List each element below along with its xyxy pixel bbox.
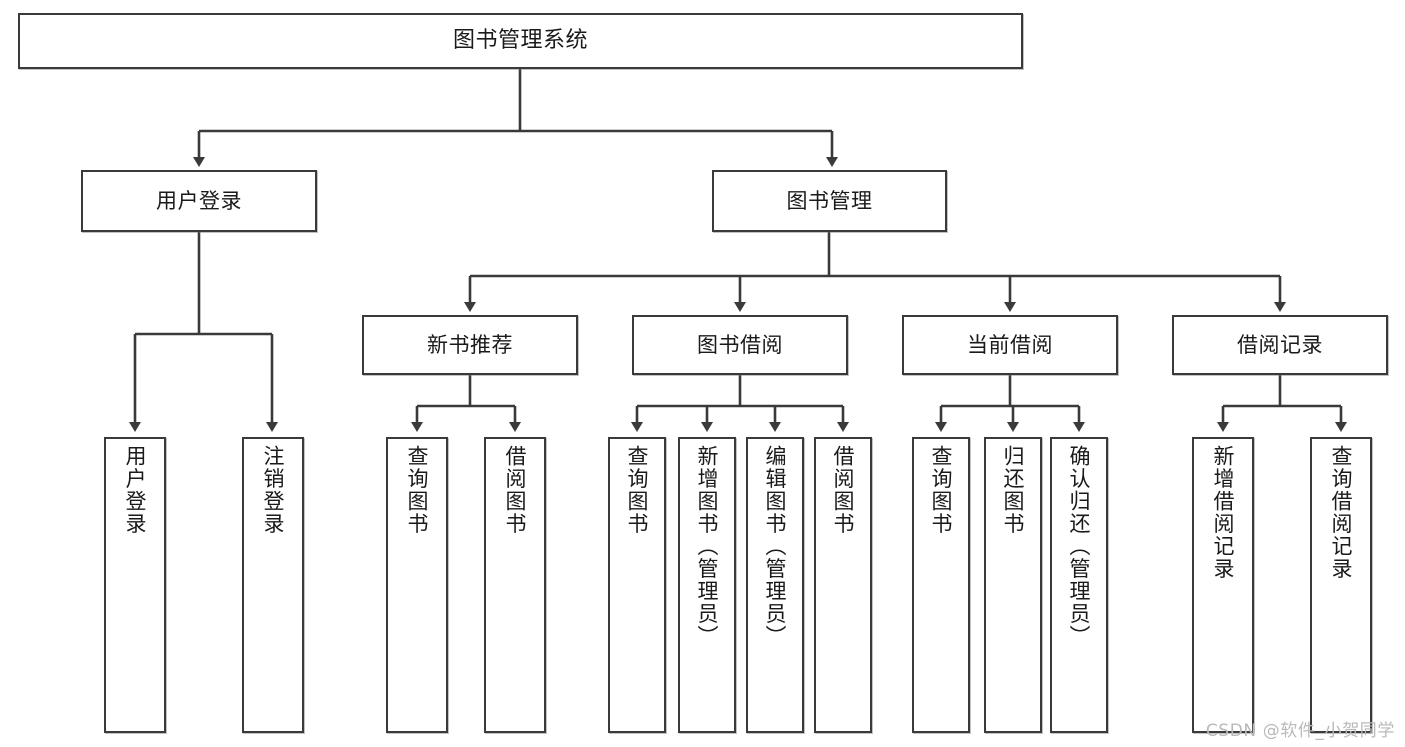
- leaf-query-book-cur-label: 查询图书: [929, 445, 954, 535]
- leaf-return-book-label: 归还图书: [1001, 445, 1026, 535]
- node-new-book-recommend[interactable]: 新书推荐: [362, 315, 578, 375]
- leaf-query-book-cur[interactable]: 查询图书: [912, 437, 970, 733]
- leaf-query-book-new[interactable]: 查询图书: [386, 437, 448, 733]
- leaf-add-record[interactable]: 新增借阅记录: [1192, 437, 1254, 733]
- leaf-query-record[interactable]: 查询借阅记录: [1310, 437, 1372, 733]
- leaf-add-record-label: 新增借阅记录: [1211, 445, 1236, 580]
- leaf-query-record-label: 查询借阅记录: [1329, 445, 1354, 580]
- leaf-user-login[interactable]: 用户登录: [104, 437, 166, 733]
- leaf-add-book-label: 新增图书（管理员）: [695, 445, 720, 648]
- node-current-borrow-label: 当前借阅: [967, 332, 1053, 357]
- leaf-borrow-book[interactable]: 借阅图书: [814, 437, 872, 733]
- leaf-return-book[interactable]: 归还图书: [984, 437, 1042, 733]
- leaf-logout-login[interactable]: 注销登录: [242, 437, 304, 733]
- leaf-confirm-return-label: 确认归还（管理员）: [1067, 445, 1092, 648]
- node-root-label: 图书管理系统: [452, 28, 588, 54]
- node-user-login-label: 用户登录: [156, 188, 242, 213]
- node-book-borrow[interactable]: 图书借阅: [632, 315, 848, 375]
- node-book-borrow-label: 图书借阅: [697, 332, 783, 357]
- node-borrow-record[interactable]: 借阅记录: [1172, 315, 1388, 375]
- node-book-manage[interactable]: 图书管理: [712, 170, 947, 232]
- node-root[interactable]: 图书管理系统: [18, 13, 1023, 69]
- csdn-watermark: CSDN @软件_小贺同学: [1205, 721, 1395, 741]
- leaf-borrow-book-new[interactable]: 借阅图书: [484, 437, 546, 733]
- leaf-logout-login-label: 注销登录: [261, 445, 286, 535]
- node-current-borrow[interactable]: 当前借阅: [902, 315, 1118, 375]
- leaf-confirm-return[interactable]: 确认归还（管理员）: [1050, 437, 1108, 733]
- node-borrow-record-label: 借阅记录: [1237, 332, 1323, 357]
- leaf-user-login-label: 用户登录: [123, 445, 148, 535]
- leaf-borrow-book-label: 借阅图书: [831, 445, 856, 535]
- leaf-edit-book-label: 编辑图书（管理员）: [763, 445, 788, 648]
- leaf-query-book-borrow-label: 查询图书: [625, 445, 650, 535]
- leaf-add-book[interactable]: 新增图书（管理员）: [678, 437, 736, 733]
- node-user-login[interactable]: 用户登录: [81, 170, 317, 232]
- leaf-edit-book[interactable]: 编辑图书（管理员）: [746, 437, 804, 733]
- leaf-query-book-new-label: 查询图书: [405, 445, 430, 535]
- leaf-borrow-book-new-label: 借阅图书: [503, 445, 528, 535]
- leaf-query-book-borrow[interactable]: 查询图书: [608, 437, 666, 733]
- node-new-book-recommend-label: 新书推荐: [427, 332, 513, 357]
- node-book-manage-label: 图书管理: [786, 188, 873, 213]
